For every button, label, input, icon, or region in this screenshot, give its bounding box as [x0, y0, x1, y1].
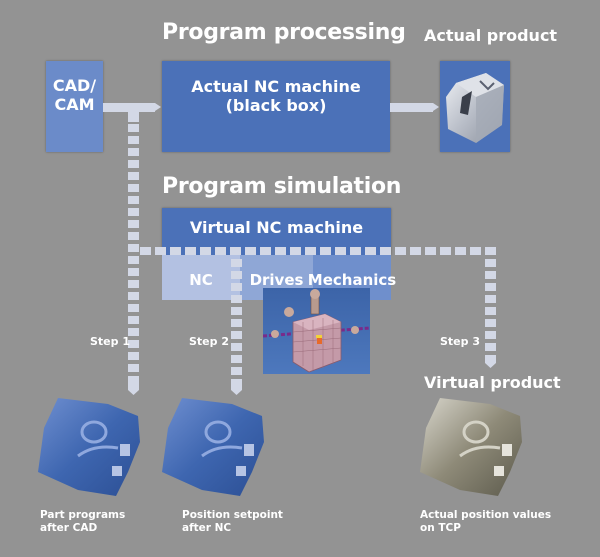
actual-nc-machine-box: Actual NC machine (black box) [162, 61, 390, 152]
part-image-step-3 [420, 398, 522, 496]
dashed-line-step-1 [128, 124, 139, 386]
dashed-line-step-2 [231, 259, 242, 386]
actual-product-image [446, 72, 504, 143]
actual-nc-machine-label: Actual NC machine (black box) [191, 76, 361, 115]
actual-product-box [440, 61, 510, 152]
mechanics-label: Mechanics [307, 271, 397, 289]
machine-wireframe-icon [262, 289, 371, 373]
caption-step-2: Position setpoint after NC [182, 509, 283, 534]
actual-product-title: Actual product [424, 26, 558, 45]
arrow-cad-to-nc [103, 103, 155, 112]
step-1-arrowhead-icon [128, 384, 139, 395]
dashed-line-horizontal [140, 247, 496, 255]
step-3-arrowhead-icon [485, 357, 496, 368]
step-1-label: Step 1 [90, 335, 130, 348]
part-image-step-2 [162, 398, 264, 496]
virtual-nc-machine-label: Virtual NC machine [189, 218, 364, 237]
cad-cam-box: CAD/ CAM [46, 61, 103, 152]
dashed-line-step-3 [485, 259, 496, 359]
nc-label: NC [189, 271, 213, 289]
arrow-nc-to-product [390, 103, 433, 112]
cad-cam-label: CAD/ CAM [52, 75, 97, 114]
arrowhead-nc-to-product [433, 103, 439, 111]
arrowhead-cad-to-nc [155, 103, 161, 111]
program-processing-title: Program processing [162, 20, 406, 45]
virtual-product-title: Virtual product [424, 373, 561, 392]
caption-step-3: Actual position values on TCP [420, 509, 552, 534]
nc-cell: NC [162, 255, 240, 300]
step-2-label: Step 2 [189, 335, 229, 348]
t-junction-stem [128, 112, 139, 122]
caption-step-1: Part programs after CAD [40, 509, 126, 534]
drives-label: Drives [249, 271, 304, 289]
step-3-label: Step 3 [440, 335, 480, 348]
machine-model-image [262, 288, 371, 374]
part-image-step-1 [38, 398, 140, 496]
program-simulation-title: Program simulation [162, 174, 402, 199]
step-2-arrowhead-icon [231, 384, 242, 395]
